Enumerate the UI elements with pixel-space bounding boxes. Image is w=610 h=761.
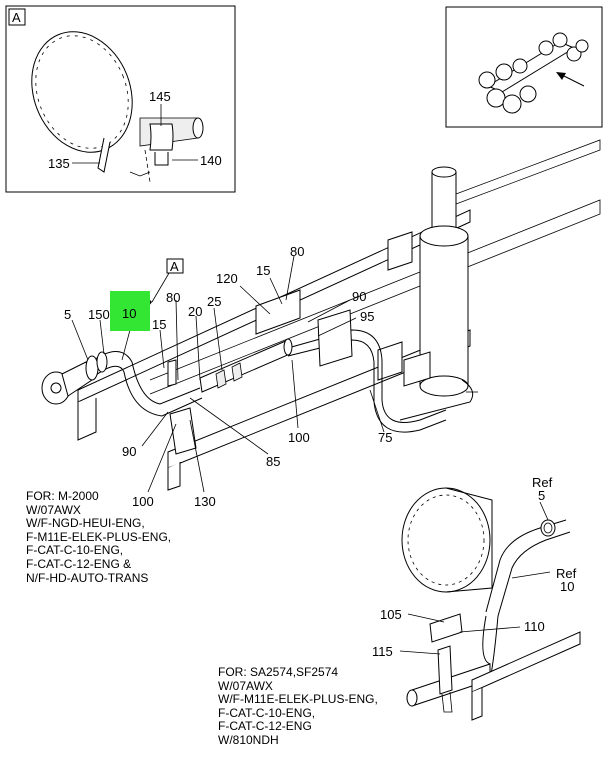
callout-ref5-num: 5 <box>538 488 545 503</box>
truck-chassis-locator <box>478 32 589 114</box>
arrow-icon <box>556 72 585 87</box>
callout-15-left: 15 <box>152 317 166 332</box>
clamp-ring-drawing <box>31 31 133 173</box>
callout-ref5-label: Ref <box>532 475 553 490</box>
lower-right-assembly <box>399 487 581 721</box>
applicability-note-left: FOR: M-2000 W/07AWX W/F-NGD-HEUI-ENG, F-… <box>26 489 172 585</box>
callout-90-right: 90 <box>352 289 366 304</box>
callout-85: 85 <box>266 454 280 469</box>
callout-105: 105 <box>380 607 402 622</box>
highlight-callout-10[interactable] <box>110 291 150 331</box>
flex-pipe-section <box>199 338 293 393</box>
callout-ref10-num: 10 <box>560 579 574 594</box>
callout-150: 150 <box>88 307 110 322</box>
callout-80-left: 80 <box>166 290 180 305</box>
callout-15-right: 15 <box>256 263 270 278</box>
detail-a-panel: A 145 135 140 <box>5 5 236 193</box>
callout-115: 115 <box>372 644 393 659</box>
callout-25: 25 <box>207 294 221 309</box>
callout-140: 140 <box>200 153 222 168</box>
callout-20: 20 <box>188 304 202 319</box>
callout-80-right: 80 <box>290 244 304 259</box>
locator-panel <box>445 6 603 128</box>
callout-110: 110 <box>524 619 545 634</box>
applicability-note-bottom: FOR: SA2574,SF2574 W/07AWX W/F-M11E-ELEK… <box>218 665 378 747</box>
callout-130: 130 <box>194 494 216 509</box>
callout-ref10-label: Ref <box>556 566 577 581</box>
callout-90-left: 90 <box>122 444 136 459</box>
pipe-clamp-drawing <box>129 117 204 183</box>
callout-135: 135 <box>48 156 70 171</box>
callout-75: 75 <box>378 430 392 445</box>
callout-100-left: 100 <box>132 494 154 509</box>
turbo-outlet <box>41 351 108 405</box>
detail-a-label: A <box>12 10 21 25</box>
callout-100-mid: 100 <box>288 430 310 445</box>
callout-10: 10 <box>122 306 136 321</box>
main-exhaust-assembly <box>41 139 601 493</box>
ring-part-5 <box>540 519 556 537</box>
callout-120: 120 <box>216 271 238 286</box>
detail-ref-a: A <box>170 259 179 274</box>
callout-145: 145 <box>149 89 171 104</box>
callout-95: 95 <box>360 309 374 324</box>
callout-5: 5 <box>64 307 71 322</box>
muffler-stack <box>399 166 478 421</box>
